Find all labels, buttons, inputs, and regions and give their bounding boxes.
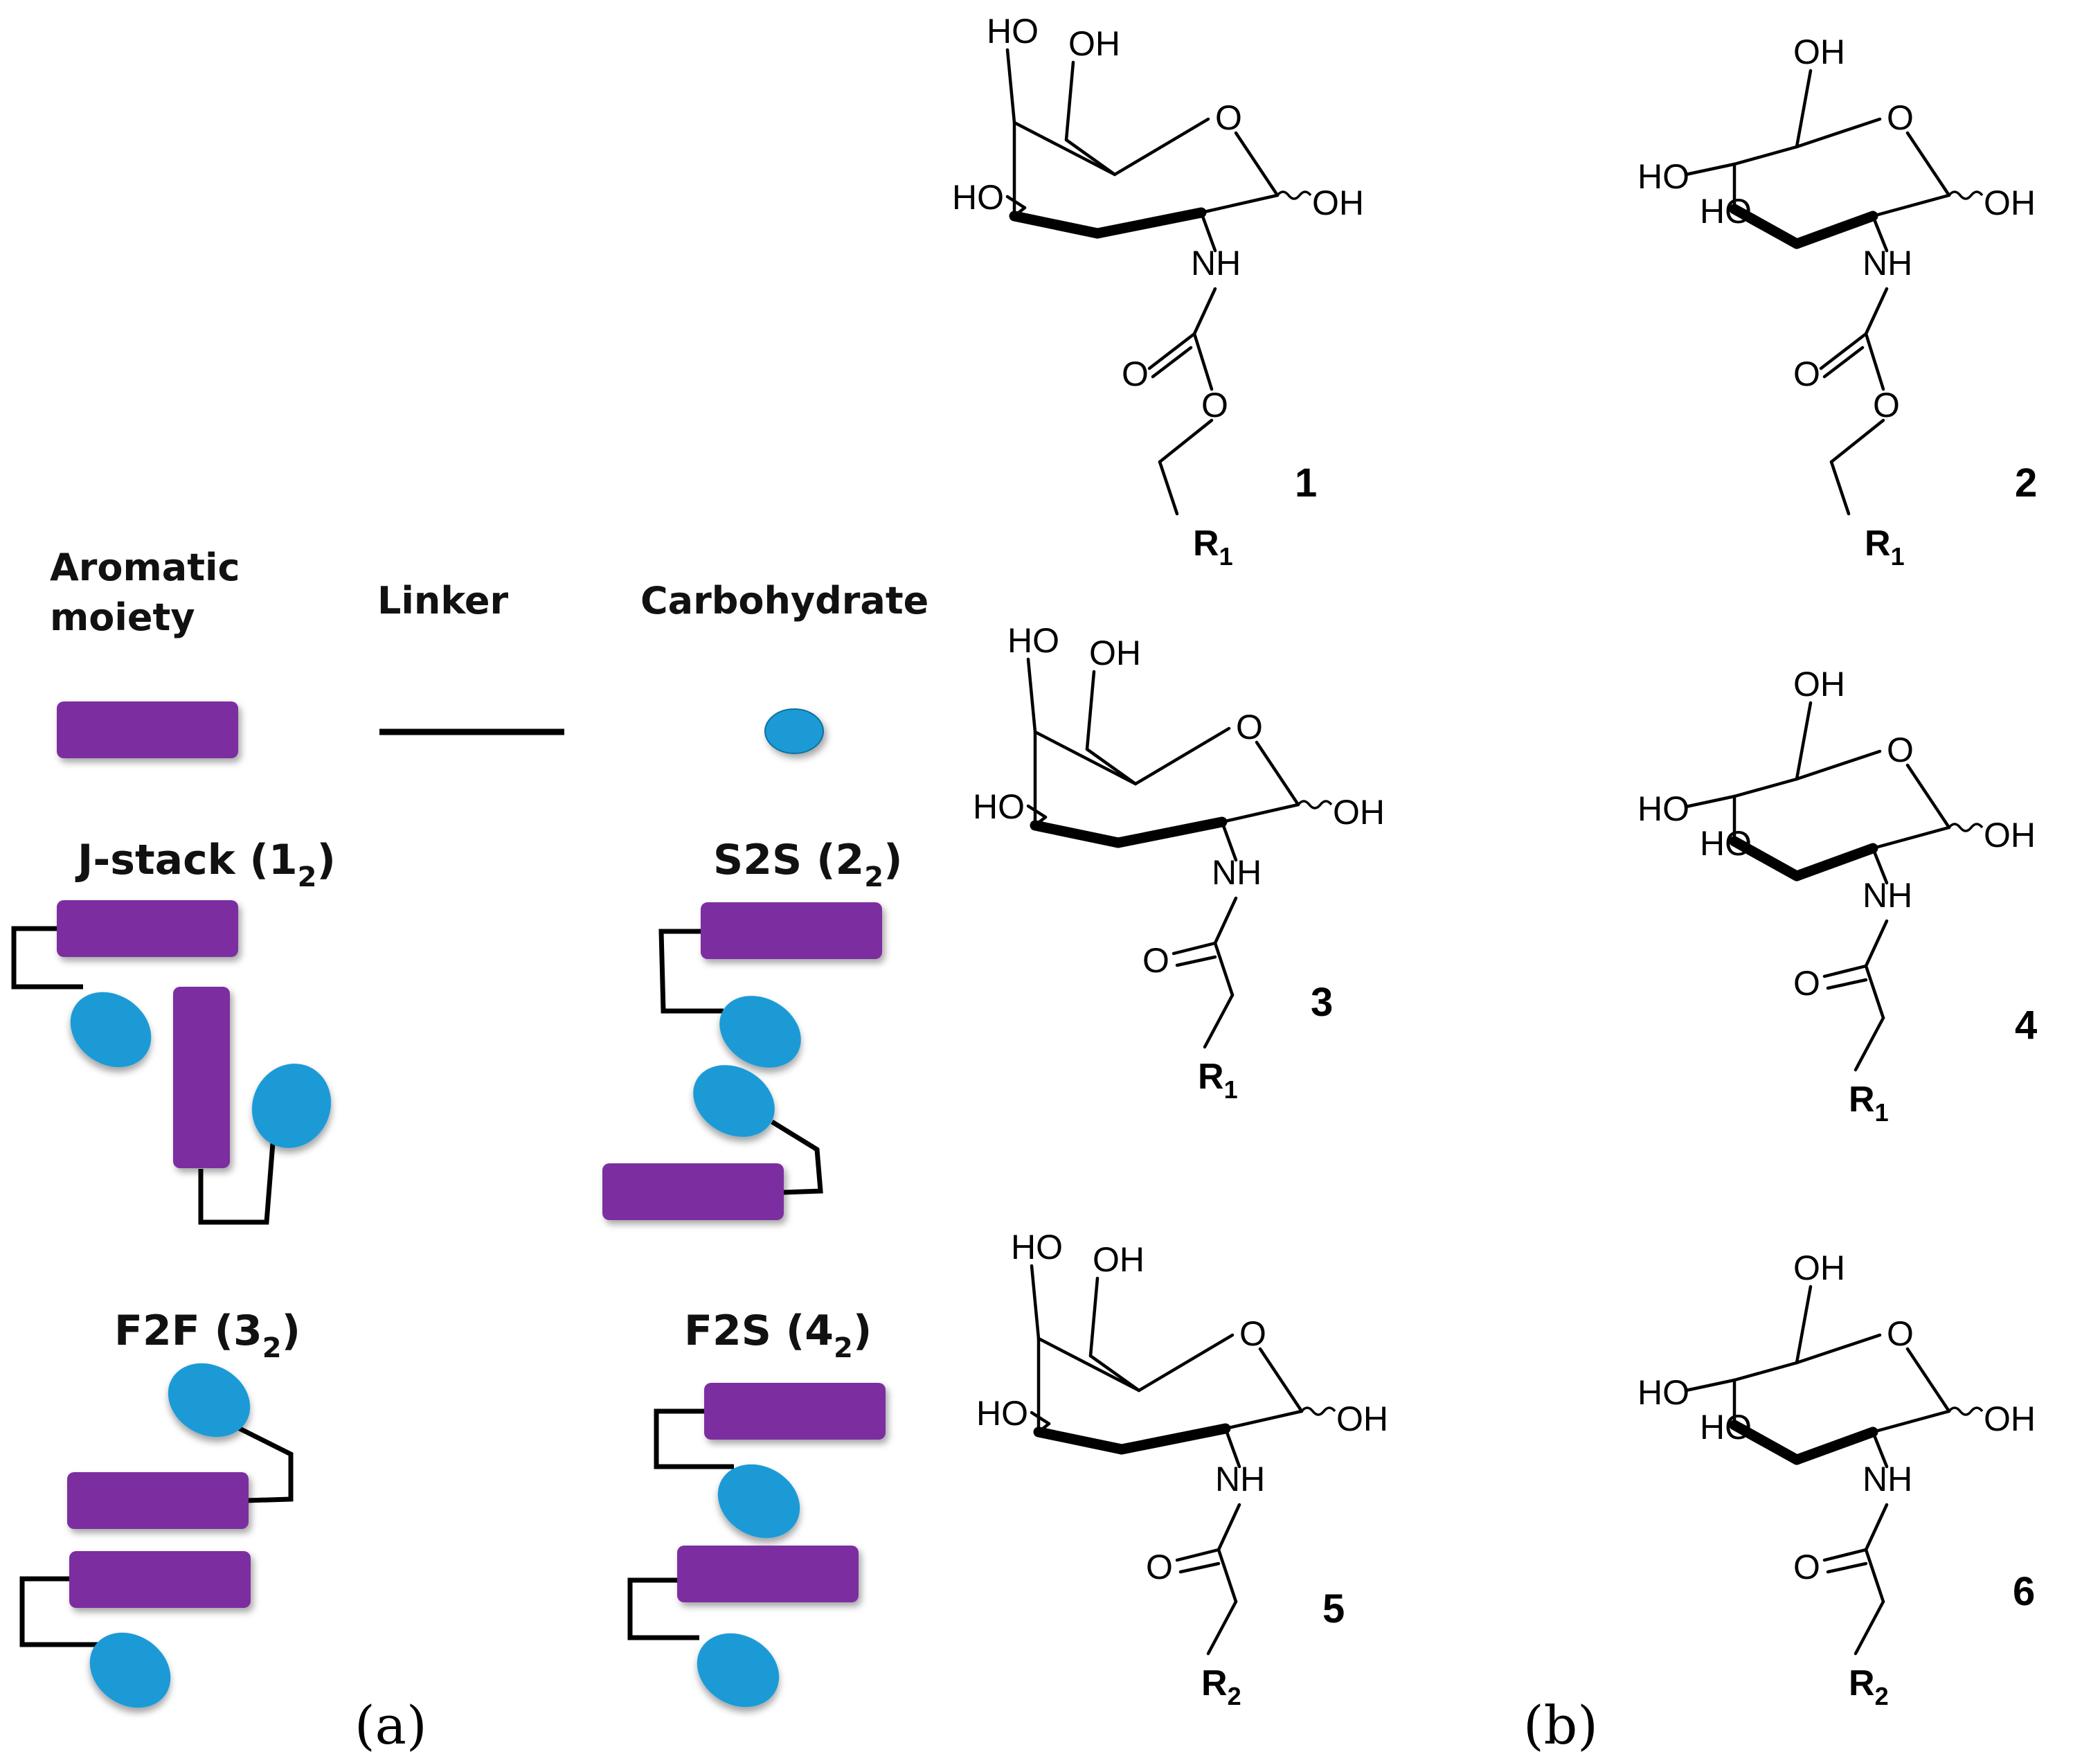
- aromatic-block: [57, 900, 238, 957]
- linker: [654, 1408, 734, 1469]
- compound-3: R1 3: [973, 621, 1385, 1104]
- aromatic-block: [69, 1551, 251, 1608]
- aromatic-block: [704, 1383, 886, 1440]
- aromatic-block: [67, 1472, 249, 1529]
- r-group-label: R1: [1865, 523, 1905, 571]
- compound-number: 6: [2013, 1569, 2035, 1614]
- f2s-title: F2S (42): [684, 1307, 872, 1364]
- aromatic-block: [602, 1163, 784, 1220]
- legend-carbohydrate-swatch: [764, 708, 824, 754]
- carbohydrate-ellipse: [251, 1064, 332, 1148]
- r-group-label: R1: [1198, 1057, 1238, 1104]
- linker: [658, 929, 724, 1014]
- s2s-title: S2S (22): [713, 836, 903, 893]
- compound-number: 3: [1311, 980, 1333, 1025]
- conformer-f2f: F2F (32): [19, 1307, 300, 1708]
- compound-4: R1 4: [1637, 665, 2037, 1127]
- r-group-label: R1: [1849, 1080, 1889, 1127]
- carbohydrate-ellipse: [697, 1633, 780, 1708]
- compound-number: 1: [1295, 460, 1317, 505]
- legend: Aromatic moiety Linker Carbohydrate: [50, 546, 928, 758]
- carbohydrate-ellipse: [70, 992, 152, 1068]
- linker: [19, 1576, 104, 1647]
- carbohydrate-ellipse: [168, 1363, 251, 1438]
- legend-aromatic-label-line2: moiety: [50, 596, 195, 639]
- legend-carbohydrate-label: Carbohydrate: [640, 579, 928, 623]
- r-group-label: R1: [1193, 523, 1233, 571]
- linker: [234, 1424, 294, 1503]
- panel-b: R1 1 R1 2 R1 3 R1 4 R2 5: [952, 12, 2037, 1756]
- f2f-title: F2F (32): [114, 1307, 300, 1364]
- compound-number: 2: [2015, 460, 2037, 505]
- conformer-s2s: S2S (22): [602, 836, 903, 1220]
- carbohydrate-ellipse: [693, 1065, 775, 1137]
- linker: [198, 1134, 276, 1225]
- carbohydrate-ellipse: [89, 1632, 171, 1708]
- compound-6: R2 6: [1637, 1249, 2036, 1710]
- aromatic-block: [701, 902, 882, 959]
- legend-aromatic-swatch: [57, 701, 238, 758]
- aromatic-block: [677, 1546, 859, 1602]
- compound-2: R1 2: [1637, 33, 2037, 571]
- legend-aromatic-label: Aromatic: [50, 546, 240, 589]
- compound-1: R1 1: [952, 12, 1364, 571]
- carbohydrate-ellipse: [719, 996, 801, 1068]
- jstack-title: J-stack (12): [75, 836, 336, 893]
- linker: [771, 1120, 823, 1195]
- compound-5: R2 5: [976, 1228, 1388, 1710]
- panel-label-a: (a): [355, 1694, 427, 1756]
- conformer-f2s: F2S (42): [627, 1307, 886, 1708]
- linker: [11, 926, 83, 990]
- panel-a: Aromatic moiety Linker Carbohydrate J-st…: [11, 546, 928, 1756]
- conformer-jstack: J-stack (12): [11, 836, 336, 1225]
- aromatic-block: [173, 987, 230, 1168]
- carbohydrate-ellipse: [717, 1464, 800, 1539]
- r-group-label: R2: [1201, 1663, 1241, 1710]
- r-group-label: R2: [1849, 1663, 1889, 1710]
- legend-linker-label: Linker: [377, 579, 508, 623]
- compound-number: 4: [2015, 1003, 2037, 1048]
- panel-label-b: (b): [1523, 1694, 1598, 1756]
- compound-number: 5: [1322, 1586, 1345, 1631]
- linker: [627, 1577, 699, 1640]
